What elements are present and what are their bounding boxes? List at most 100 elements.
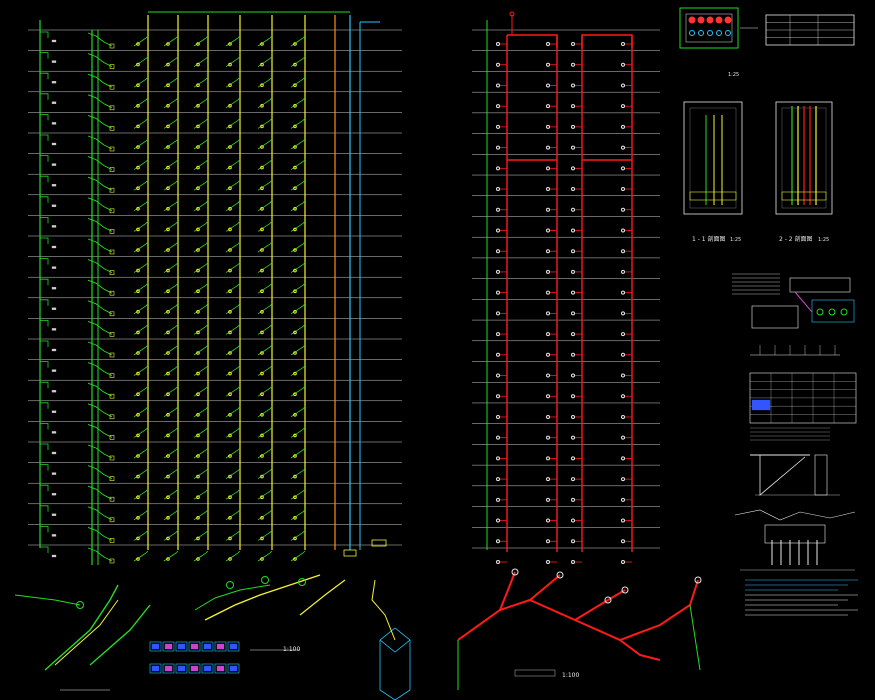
riser-branch [225, 118, 241, 129]
hydrant-mark [571, 311, 575, 316]
hydrant-mark [621, 332, 625, 337]
riser-branch [163, 406, 179, 418]
green-branch [40, 484, 49, 492]
valve-mark [196, 268, 200, 273]
green-fixture-branch [87, 403, 113, 418]
riser-branch [133, 324, 149, 335]
valve-mark [293, 165, 297, 170]
hydrant-mark [496, 518, 500, 523]
riser-branch [163, 76, 179, 88]
riser-branch [225, 488, 241, 500]
valve-mark [196, 413, 200, 417]
valve-mark [293, 186, 297, 190]
green-fixture-branch [87, 341, 113, 356]
valve-mark [136, 413, 140, 417]
riser-branch [163, 179, 179, 191]
hydrant-mark [496, 166, 500, 171]
riser-branch [290, 35, 306, 47]
hydrant-mark [621, 477, 625, 482]
valve-mark [228, 165, 232, 170]
riser-branch [257, 221, 273, 232]
green-branch [40, 546, 49, 553]
valve-mark [166, 433, 170, 438]
hydrant-mark [496, 228, 500, 233]
riser-branch [133, 406, 149, 418]
riser-branch [133, 97, 149, 109]
valve-mark [260, 62, 264, 67]
valve-mark [293, 83, 297, 87]
floor-level-mark [51, 410, 57, 413]
riser-branch [193, 509, 209, 521]
riser-branch [163, 550, 179, 562]
valve-mark [293, 351, 297, 355]
green-branch [40, 422, 49, 430]
valve-mark [196, 351, 200, 355]
hydrant-mark [621, 414, 625, 419]
valve-mark [136, 351, 140, 355]
valve-mark [196, 433, 200, 438]
valve-mark [228, 351, 232, 355]
meter-dot [706, 16, 714, 24]
valve-mark [293, 104, 297, 108]
valve-mark [260, 186, 264, 190]
legend-tile [149, 641, 162, 652]
green-fixture-branch [87, 53, 113, 68]
hydrant-mark [571, 414, 575, 419]
riser-branch [290, 530, 306, 541]
axo-box-edge [379, 640, 396, 700]
hydrant-mark [571, 560, 575, 564]
valve-mark [260, 495, 264, 500]
fire-axo-hydrant [694, 576, 702, 584]
valve-mark [166, 124, 170, 129]
cabinet-valve [840, 308, 848, 316]
valve-mark [228, 268, 232, 273]
meter-dot [689, 30, 695, 36]
valve-mark [196, 186, 200, 190]
hydrant-mark [571, 539, 575, 544]
meter-box-plan [679, 7, 739, 49]
section-1-outline [683, 101, 743, 215]
legend-swatch [203, 643, 212, 650]
green-branch [40, 93, 49, 100]
valve-mark [293, 433, 297, 438]
valve-mark [136, 516, 140, 520]
riser-branch [257, 303, 273, 315]
section-2-scale: 1:25 [818, 237, 830, 243]
valve-mark [293, 42, 297, 46]
green-fixture-branch [87, 32, 113, 47]
riser-branch [193, 56, 209, 67]
fire-axo-green [689, 604, 701, 671]
hydrant-mark [571, 124, 575, 129]
meter-box-inner [685, 13, 733, 43]
floor-level-mark [51, 513, 57, 516]
riser-branch [257, 179, 273, 191]
valve-mark [260, 454, 264, 458]
hydrant-mark [571, 83, 575, 88]
floor-level-mark [51, 163, 57, 166]
valve-mark [293, 62, 297, 67]
floor-level-mark [51, 142, 57, 146]
riser-branch [133, 365, 149, 376]
green-branch [40, 258, 49, 265]
green-branch [40, 52, 49, 59]
hydrant-mark [496, 145, 500, 150]
riser-branch [257, 241, 273, 253]
valve-mark [260, 248, 264, 252]
riser-branch [163, 138, 179, 150]
riser-branch [163, 35, 179, 47]
legend-tile [201, 641, 214, 652]
hydrant-mark [496, 560, 500, 564]
riser-branch [257, 385, 273, 397]
riser-branch [133, 530, 149, 541]
legend-tile [188, 663, 201, 674]
floor-level-mark [51, 554, 57, 558]
valve-mark [260, 516, 264, 520]
floor-level-mark [51, 328, 57, 331]
riser-branch [225, 324, 241, 335]
axo-box-edge [394, 640, 411, 700]
valve-mark [228, 330, 232, 335]
fixture-mark [109, 105, 115, 111]
green-fixture-branch [87, 465, 113, 480]
hydrant-mark [571, 249, 575, 254]
riser-branch [290, 385, 306, 397]
